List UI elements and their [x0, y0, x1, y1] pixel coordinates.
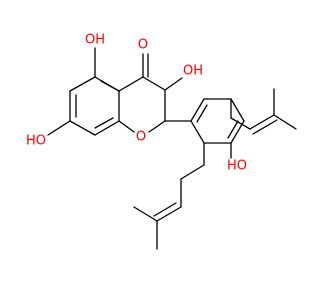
bond: [142, 76, 166, 91]
bond: [273, 114, 297, 130]
bond: [156, 206, 182, 222]
bond: [196, 104, 208, 123]
bond: [164, 77, 183, 91]
bond: [180, 164, 205, 180]
bond: [249, 114, 275, 130]
hydroxyl-label-c7: HO: [26, 134, 46, 149]
bond: [153, 202, 177, 217]
phenol-hydroxyl-label: HO: [227, 159, 247, 174]
bond: [69, 76, 96, 92]
bond: [230, 117, 251, 130]
hydroxyl-label-c5: OH: [85, 33, 105, 48]
structure-diagram: OH HO O OH O HO: [26, 33, 297, 250]
hydroxyl-label-c3: OH: [183, 64, 203, 79]
bond: [133, 206, 158, 222]
bond: [148, 120, 166, 133]
bond: [94, 117, 114, 129]
bond: [252, 119, 278, 135]
bond: [118, 120, 135, 133]
molecule-canvas: OH HO O OH O HO: [25, 32, 297, 250]
bond: [94, 120, 120, 136]
bond: [69, 120, 96, 136]
bond: [190, 120, 205, 144]
bond: [47, 120, 71, 136]
bond: [227, 120, 239, 139]
bond: [100, 80, 120, 92]
bond: [118, 76, 144, 92]
bond: [230, 98, 245, 122]
ring-oxygen-label: O: [136, 130, 146, 145]
carbonyl-oxygen-label: O: [138, 38, 148, 53]
bond: [190, 98, 205, 122]
